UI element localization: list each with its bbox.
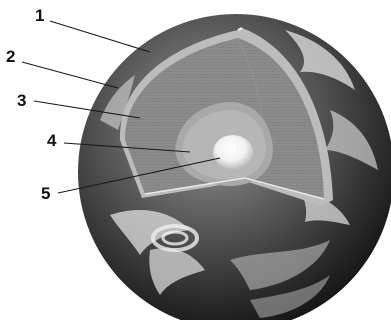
label-5: 5 [41,185,50,202]
label-3: 3 [17,92,26,109]
leader-line-1 [50,21,150,52]
label-2: 2 [6,48,15,65]
leader-line-2 [22,62,118,88]
label-1: 1 [35,7,44,24]
label-4: 4 [47,132,56,149]
inner-core-layer [213,135,253,169]
